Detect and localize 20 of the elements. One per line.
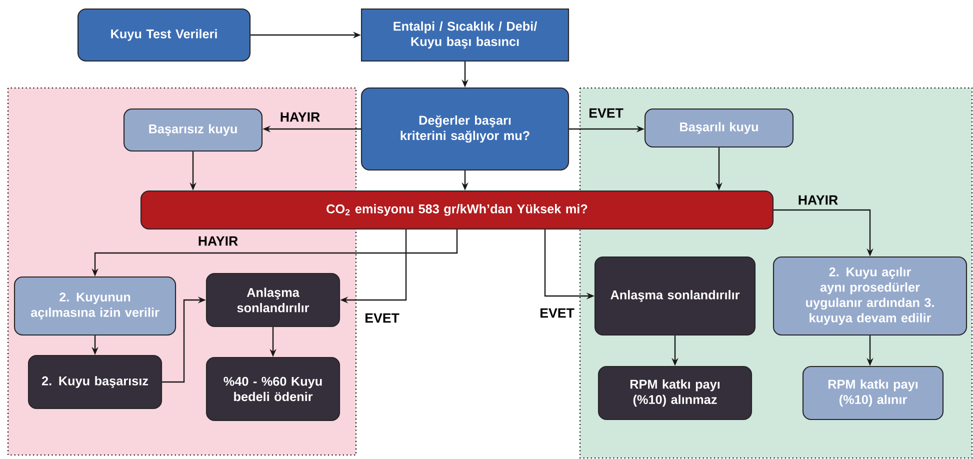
edge-label: EVET xyxy=(540,308,574,318)
process-box: 2. Kuyu açılır aynı prosedürler uygulanır ardından 3. kuyuya devam edilir xyxy=(772,256,968,336)
outcome-box: RPM katkı payı (%10) alınmaz xyxy=(598,366,752,420)
outcome-box: Anlaşma sonlandırılır xyxy=(206,272,340,328)
result-box: Başarısız kuyu xyxy=(123,108,263,152)
result-box: Başarılı kuyu xyxy=(644,108,794,148)
outcome-box: RPM katkı payı (%10) alınır xyxy=(802,366,944,420)
process-box: 2. Kuyunun açılmasına izin verilir xyxy=(14,276,176,336)
edge-label: HAYIR xyxy=(280,112,320,122)
outcome-box: 2. Kuyu başarısız xyxy=(28,354,162,410)
edge-label: EVET xyxy=(366,313,400,323)
outcome-box: Anlaşma sonlandırılır xyxy=(594,256,756,336)
edge-label: EVET xyxy=(590,108,624,118)
process-box: Entalpi / Sıcaklık / Debi/ Kuyu başı basıncı xyxy=(360,8,570,62)
decision-bar: CO$_{2}$ emisyonu 583 gr/kWh’dan Yüksek mi? xyxy=(140,190,774,230)
process-box: Kuyu Test Verileri xyxy=(77,8,251,62)
edge-label: HAYIR xyxy=(798,195,838,205)
outcome-box: %40 - %60 Kuyu bedeli ödenir xyxy=(206,356,340,422)
decision-box: Değerler başarı kriterini sağlıyor mu? xyxy=(360,87,570,171)
edge-label: HAYIR xyxy=(198,236,238,246)
